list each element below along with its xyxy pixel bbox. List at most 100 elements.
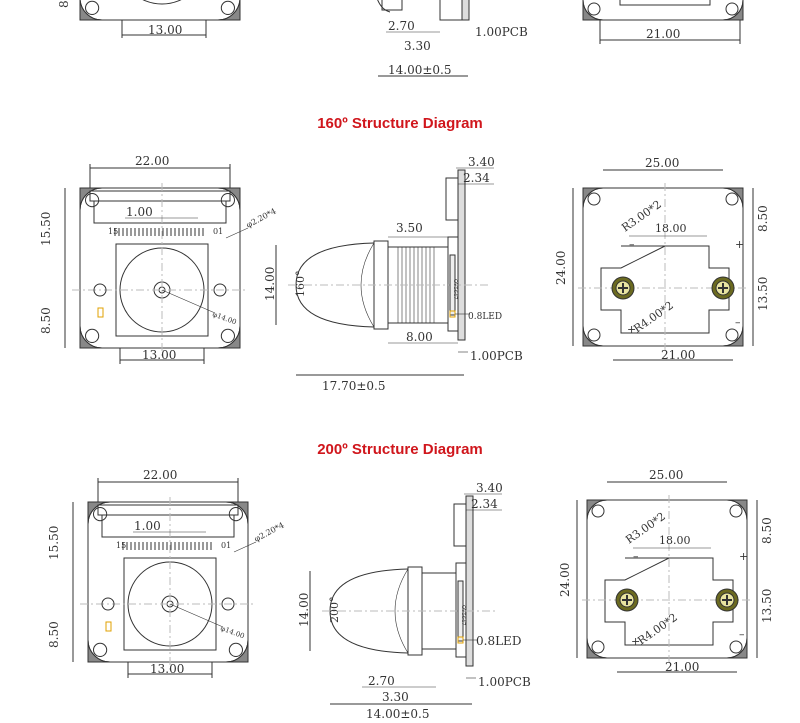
dim-13: 13.00	[148, 23, 182, 37]
board-outline	[79, 187, 241, 349]
dim-3-30: 3.30	[404, 39, 431, 53]
dim-18: 18.00	[655, 222, 687, 235]
dim-2-70: 2.70	[388, 19, 415, 33]
mount-hole-icon	[228, 642, 243, 658]
corner-hole	[582, 0, 604, 21]
side-hole	[93, 283, 107, 297]
pcb-label: 1.00PCB	[475, 25, 528, 39]
corner-hole	[79, 325, 103, 349]
lens-dome	[377, 0, 391, 13]
back-cutout	[604, 557, 734, 646]
corner-hole	[582, 187, 604, 209]
corner-hole	[586, 499, 608, 521]
led-label: 0.8LED	[476, 634, 521, 648]
lens-dome-edge	[360, 242, 375, 328]
mount-hole-icon	[220, 328, 235, 343]
mount-hole-icon	[587, 2, 601, 16]
chip	[449, 254, 456, 316]
flex-block	[453, 503, 467, 547]
dim-3-40: 3.40	[476, 481, 503, 495]
side-hole	[101, 597, 115, 611]
dim-22: 22.00	[143, 468, 177, 482]
corner-hole	[87, 639, 111, 663]
led-marker	[105, 621, 112, 632]
hole-label: φ2.20*4	[253, 521, 286, 544]
pcb-label: 1.00PCB	[478, 675, 531, 689]
board-outline	[79, 0, 241, 21]
mount-hole-icon	[85, 328, 100, 343]
flex-body	[93, 200, 227, 224]
pcb-edge	[461, 0, 470, 21]
back-view-s160: ++––25.0024.008.5013.5021.0018.00R3.00*2…	[554, 156, 770, 362]
dim-1-00: 1.00	[134, 519, 161, 533]
dim-total-label: 17.70±0.5	[322, 379, 386, 393]
dim-24: 24.00	[554, 251, 568, 285]
dim-3-40: 3.40	[468, 155, 495, 169]
board-outline	[582, 0, 744, 21]
dim-edge: 8	[57, 0, 71, 8]
plus-label: +	[735, 238, 744, 251]
mount-hole-icon	[591, 504, 605, 518]
corner-hole	[79, 187, 103, 211]
dim-13-50: 13.50	[760, 589, 774, 623]
dim-8-50: 8.50	[760, 517, 774, 544]
mount-hole-icon	[93, 642, 108, 658]
corner-hole	[217, 187, 241, 211]
dim-21: 21.00	[665, 660, 699, 674]
dim-18: 18.00	[659, 534, 691, 547]
corner-hole	[87, 501, 111, 525]
leader	[225, 227, 249, 239]
mount-hole-icon	[729, 504, 743, 518]
flex-connector	[97, 504, 239, 516]
minus-label: –	[735, 316, 741, 329]
mount-hole-icon	[587, 192, 601, 206]
dim-24: 24.00	[558, 563, 572, 597]
title-200: 200º Structure Diagram	[317, 441, 483, 458]
led-label: 0.8LED	[468, 312, 502, 322]
pin-01-label: 01	[221, 541, 231, 550]
minus-label: –	[739, 628, 745, 641]
r4-label: R4.00*2	[631, 299, 676, 336]
dim-25: 25.00	[645, 156, 679, 170]
pin-15-label: 15	[108, 227, 118, 236]
dim-2-34: 2.34	[471, 497, 498, 511]
dim-8-50: 8.50	[47, 621, 61, 648]
corner-hole	[79, 0, 103, 21]
pcb-edge	[457, 169, 466, 341]
leader	[161, 289, 216, 314]
dim-3-30: 3.30	[382, 690, 409, 704]
side-hole	[221, 597, 235, 611]
dim-14-label: 14.00	[297, 593, 311, 627]
plus-label: +	[739, 550, 748, 563]
flange	[381, 0, 403, 11]
hole-label: φ2.20*4	[245, 207, 278, 230]
corner-hole	[225, 501, 249, 525]
leader	[233, 541, 257, 553]
dim-8-50: 8.50	[756, 205, 770, 232]
mount-hole-icon	[220, 193, 235, 208]
leader	[169, 603, 224, 628]
dim-total: 14.00±0.5	[388, 63, 452, 77]
dim-21: 21.00	[661, 348, 695, 362]
lens-dome-edge	[394, 568, 409, 654]
dim-13-50: 13.50	[756, 277, 770, 311]
back-dimensions: 25.0024.008.5013.5021.0018.00R3.00*2R4.0…	[558, 468, 774, 674]
corner-hole	[217, 0, 241, 21]
minus-label: –	[633, 550, 639, 563]
back-dimensions: 25.0024.008.5013.5021.0018.00R3.00*2R4.0…	[554, 156, 770, 362]
plus-label: +	[631, 635, 640, 648]
corner-hole	[722, 325, 744, 347]
mount-hole-icon	[725, 328, 739, 342]
mount-hole-icon	[85, 193, 100, 208]
back-view-s200: ++––25.0024.008.5013.5021.0018.00R3.00*2…	[558, 468, 774, 674]
chip-label: OV5647	[452, 279, 458, 299]
dim-25: 25.00	[649, 468, 683, 482]
corner-hole	[217, 325, 241, 349]
corner-hole	[225, 639, 249, 663]
